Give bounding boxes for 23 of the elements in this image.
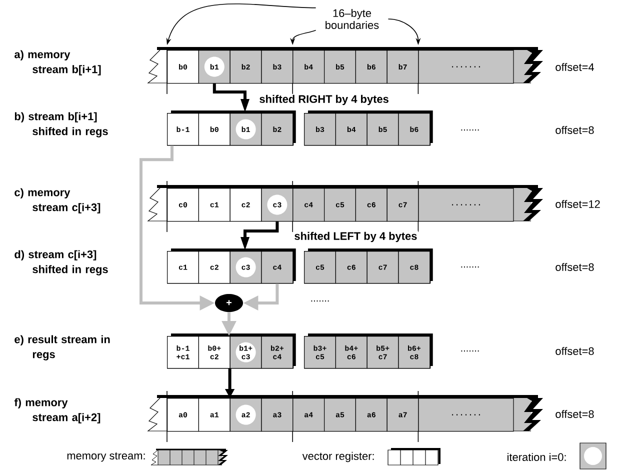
legend-text: memory stream: <box>67 452 145 462</box>
row-label: b) stream b[i+1] shifted in regs <box>14 112 108 138</box>
row-label: c) memory stream c[i+3] <box>14 188 100 214</box>
row-label: e) result stream in regs <box>14 335 110 360</box>
row-label: a) memory stream b[i+1] <box>14 50 101 76</box>
add-operator: + <box>215 294 243 312</box>
ellipsis: ....... <box>461 350 479 352</box>
ellipsis: ....... <box>311 300 329 302</box>
boundary-label: 16–byte boundaries <box>326 9 379 29</box>
ellipsis: ....... <box>461 266 479 268</box>
offset-label: offset=12 <box>556 200 600 208</box>
offset-label: offset=8 <box>556 346 594 355</box>
row-label: d) stream c[i+3] shifted in regs <box>14 250 108 276</box>
legend-text: vector register: <box>302 452 374 462</box>
edge-label: shifted LEFT by 4 bytes <box>293 230 418 244</box>
offset-label: offset=4 <box>556 62 594 72</box>
edge-label: shifted RIGHT by 4 bytes <box>258 94 390 106</box>
offset-label: offset=8 <box>556 262 594 272</box>
row-label: f) memory stream a[i+2] <box>14 398 100 424</box>
legend-text: iteration i=0: <box>508 452 566 462</box>
offset-label: offset=8 <box>556 126 594 134</box>
offset-label: offset=8 <box>556 410 594 418</box>
ellipsis: ....... <box>461 129 479 131</box>
